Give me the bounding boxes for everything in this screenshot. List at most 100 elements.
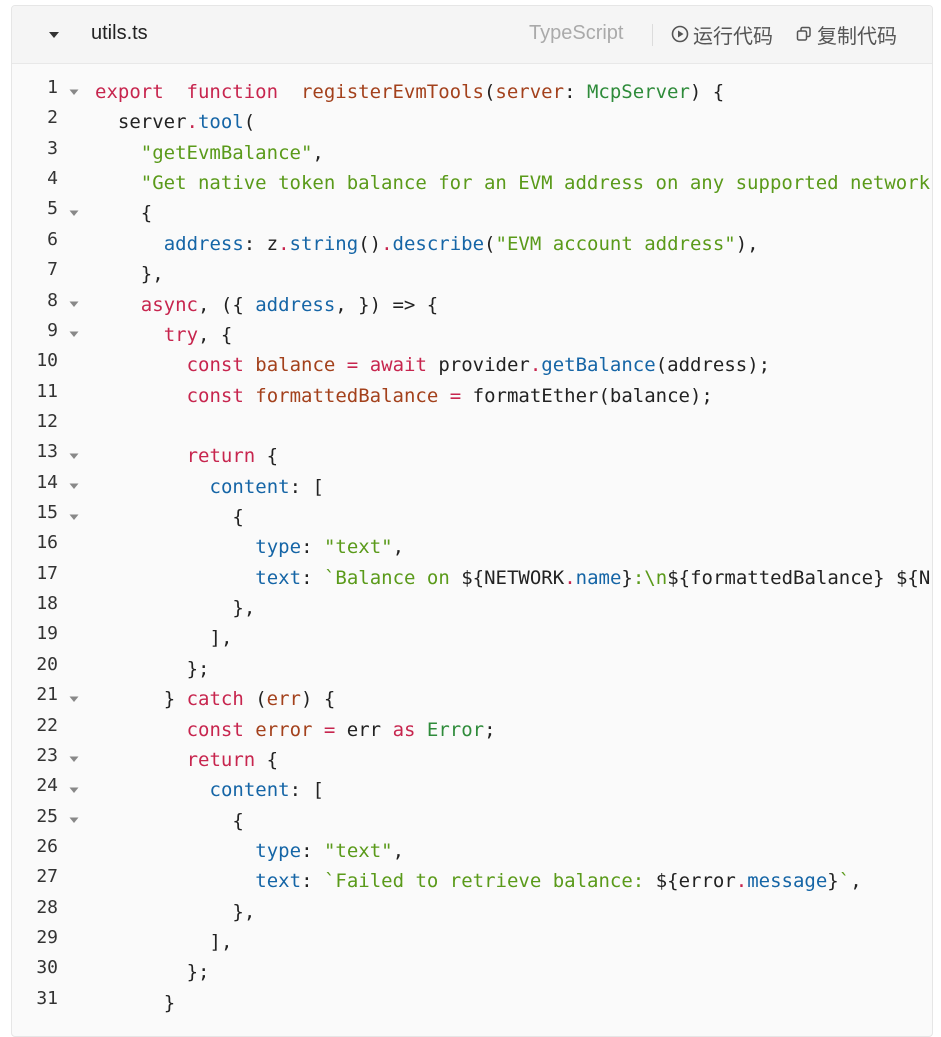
fold-caret-icon[interactable] — [68, 77, 80, 107]
code-token: (address); — [655, 354, 771, 377]
code-token: server — [495, 81, 565, 103]
run-code-button[interactable]: 运行代码 — [671, 22, 773, 48]
code-token: }; — [186, 961, 210, 984]
fold-caret-icon[interactable] — [68, 806, 80, 836]
code-text: const formattedBalance = formatEther(bal… — [187, 381, 713, 411]
code-token: { — [232, 809, 244, 832]
code-token — [358, 354, 369, 376]
code-token: "text" — [323, 839, 393, 862]
code-token: , }) => { — [335, 293, 439, 316]
code-token: "text" — [323, 536, 393, 559]
code-token: const — [186, 384, 244, 407]
code-text: }, — [141, 259, 164, 289]
code-token — [164, 81, 187, 103]
code-token: { — [255, 748, 279, 771]
line-number: 2 — [47, 107, 58, 129]
code-token: : — [301, 870, 324, 893]
line-number: 11 — [36, 380, 58, 402]
run-code-label: 运行代码 — [693, 23, 773, 48]
code-token: text — [255, 870, 302, 893]
line-number: 30 — [36, 957, 58, 979]
line-number: 5 — [47, 198, 58, 220]
code-text: }, — [232, 593, 255, 623]
fold-caret-icon[interactable] — [68, 472, 80, 502]
code-token: type — [255, 839, 302, 862]
line-number: 28 — [36, 896, 58, 918]
fold-caret-icon[interactable] — [68, 320, 80, 350]
code-token — [438, 385, 449, 407]
code-token: balance — [255, 354, 336, 377]
code-token: ), — [735, 232, 759, 255]
code-text: const error = err as Error; — [187, 715, 496, 745]
code-token: type — [255, 536, 302, 559]
code-token: : z — [243, 232, 279, 255]
code-token: const — [186, 718, 244, 741]
code-block-header: utils.ts TypeScript 运行代码 复制代码 — [12, 6, 932, 64]
code-text: type: "text", — [255, 836, 404, 866]
fold-caret-icon[interactable] — [68, 684, 80, 714]
code-text: const balance = await provider.getBalanc… — [187, 350, 770, 380]
code-token: "Get native token balance for an EVM add… — [140, 172, 933, 195]
line-number: 13 — [36, 441, 58, 463]
copy-code-button[interactable]: 复制代码 — [795, 22, 897, 48]
code-token: } — [827, 870, 839, 893]
code-token: McpServer — [586, 81, 690, 103]
line-number: 7 — [47, 259, 58, 281]
code-token: . — [381, 232, 393, 255]
fold-caret-icon[interactable] — [68, 198, 80, 228]
line-number: 15 — [36, 502, 58, 524]
code-token: formattedBalance — [255, 384, 439, 407]
code-line: 3"getEvmBalance", — [12, 138, 932, 168]
code-token: () — [358, 232, 382, 255]
code-text: ], — [210, 927, 233, 957]
code-token: ( — [243, 688, 267, 711]
code-token: return — [186, 445, 256, 468]
code-token: , ({ — [198, 293, 256, 316]
code-token: { — [255, 445, 279, 468]
fold-caret-icon[interactable] — [68, 290, 80, 320]
code-text: type: "text", — [255, 532, 404, 562]
file-name: utils.ts — [91, 22, 148, 44]
collapse-toggle-button[interactable] — [44, 25, 64, 45]
code-line: 12 — [12, 411, 932, 441]
fold-caret-icon[interactable] — [68, 775, 80, 805]
code-token — [244, 354, 255, 376]
code-token: : — [301, 536, 324, 559]
code-token — [312, 719, 323, 741]
code-token: message — [747, 870, 828, 893]
code-line: 11 const formattedBalance = formatEther(b… — [12, 381, 932, 411]
code-line: 21} catch (err) { — [12, 684, 932, 714]
code-token: content — [209, 779, 290, 802]
code-text: async, ({ address, }) => { — [141, 290, 438, 320]
code-token: }, — [232, 900, 256, 923]
code-token: : — [301, 566, 324, 589]
code-token: . — [186, 111, 198, 134]
code-token: { — [140, 202, 153, 225]
line-number: 24 — [36, 775, 58, 797]
line-number: 6 — [47, 228, 58, 250]
code-token: ; — [484, 718, 496, 741]
code-line: 20}; — [12, 654, 932, 684]
code-token — [278, 81, 301, 103]
copy-code-label: 复制代码 — [817, 23, 897, 48]
code-token: ( — [243, 111, 256, 134]
code-token: } — [621, 566, 633, 589]
fold-caret-icon[interactable] — [68, 502, 80, 532]
code-text: text: `Balance on ${NETWORK.name}:\n${fo… — [255, 563, 932, 593]
fold-caret-icon[interactable] — [68, 441, 80, 471]
line-number: 14 — [36, 471, 58, 493]
code-line: 30}; — [12, 957, 932, 987]
fold-caret-icon[interactable] — [68, 745, 80, 775]
code-token: err — [266, 688, 301, 711]
code-token: function — [186, 81, 279, 103]
code-token: server — [117, 111, 187, 134]
line-number: 23 — [36, 744, 58, 766]
